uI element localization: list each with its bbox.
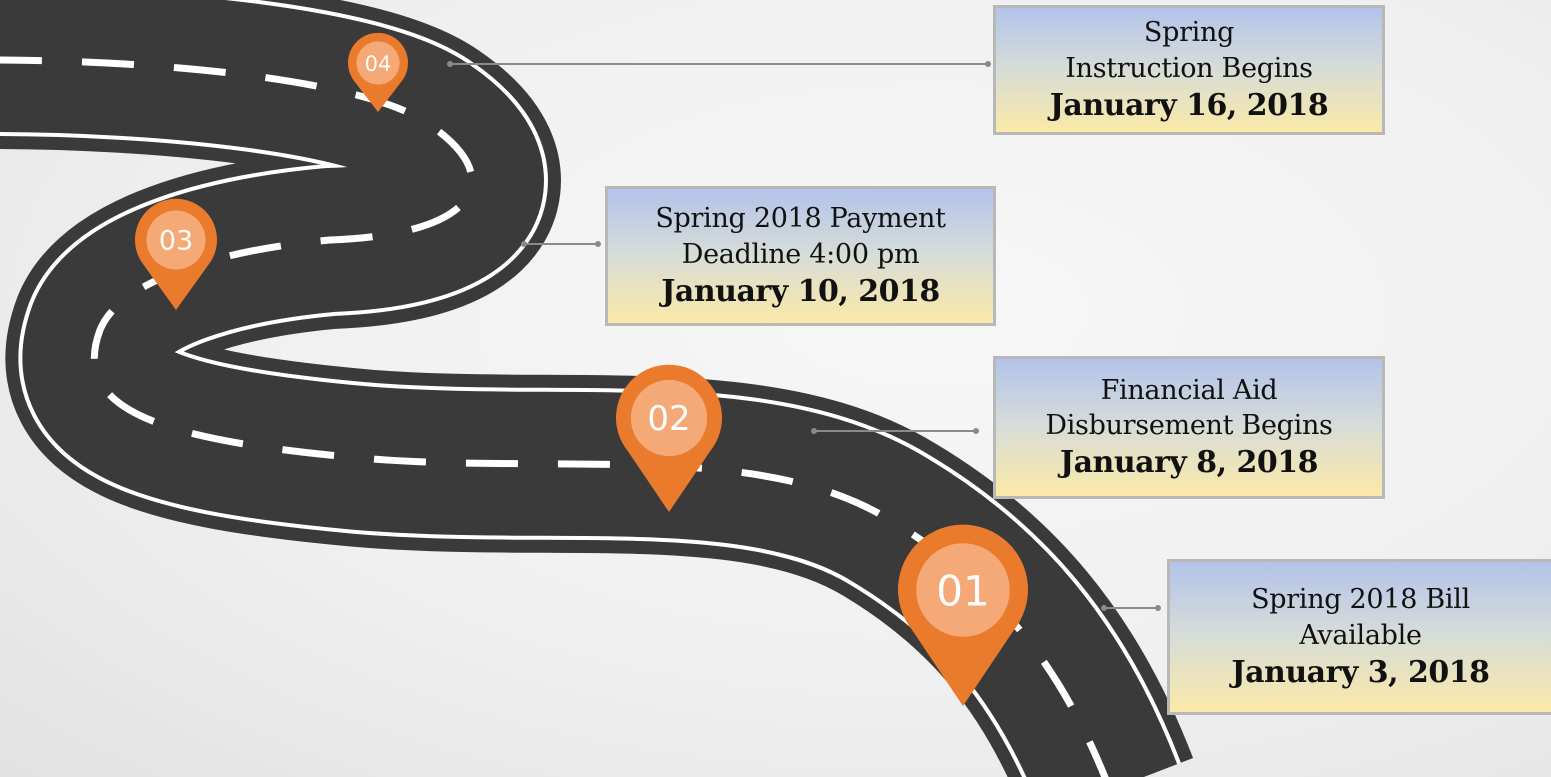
milestone-line-1: Financial Aid bbox=[1100, 374, 1278, 406]
milestone-line-2: Disbursement Begins bbox=[1045, 410, 1333, 441]
milestone-box-04: Spring Instruction Begins January 16, 20… bbox=[993, 5, 1385, 135]
milestone-line-2: Deadline 4:00 pm bbox=[681, 238, 920, 270]
pin-03: 03 bbox=[134, 198, 217, 310]
road-center-dash bbox=[0, 56, 1109, 777]
milestone-box-01: Spring 2018 Bill Available January 3, 20… bbox=[1167, 559, 1551, 715]
pin-inner-circle bbox=[630, 379, 708, 457]
milestone-line-2: Instruction Begins bbox=[1065, 52, 1313, 84]
connector-03 bbox=[521, 241, 601, 247]
pin-01: 01 bbox=[897, 524, 1028, 706]
pin-number: 01 bbox=[936, 567, 989, 616]
milestone-line-1: Spring 2018 Bill bbox=[1251, 584, 1470, 616]
milestone-date: January 8, 2018 bbox=[1059, 445, 1319, 481]
pin-inner-circle bbox=[146, 210, 206, 270]
pin-02: 02 bbox=[616, 364, 722, 512]
connector-01 bbox=[1101, 605, 1161, 611]
pin-number: 03 bbox=[159, 226, 193, 257]
pin-inner-circle bbox=[916, 543, 1010, 637]
road bbox=[0, 0, 1194, 777]
pin-number: 04 bbox=[365, 52, 392, 76]
milestone-date: January 10, 2018 bbox=[661, 273, 940, 309]
pin-04: 04 bbox=[348, 32, 408, 112]
milestone-line-2: Available bbox=[1299, 619, 1422, 651]
connectors bbox=[447, 61, 1161, 611]
milestone-date: January 16, 2018 bbox=[1049, 87, 1329, 123]
connector-04 bbox=[447, 61, 991, 67]
connector-02 bbox=[811, 428, 979, 434]
pin-inner-circle bbox=[356, 41, 400, 85]
milestone-box-03: Spring 2018 Payment Deadline 4:00 pm Jan… bbox=[605, 186, 996, 326]
pins: 04 03 02 01 bbox=[134, 32, 1028, 706]
milestone-line-1: Spring bbox=[1143, 17, 1235, 49]
pin-number: 02 bbox=[647, 399, 690, 439]
milestone-line-1: Spring 2018 Payment bbox=[655, 203, 946, 235]
milestone-box-02: Financial Aid Disbursement Begins Januar… bbox=[993, 356, 1385, 499]
milestone-date: January 3, 2018 bbox=[1231, 654, 1490, 690]
